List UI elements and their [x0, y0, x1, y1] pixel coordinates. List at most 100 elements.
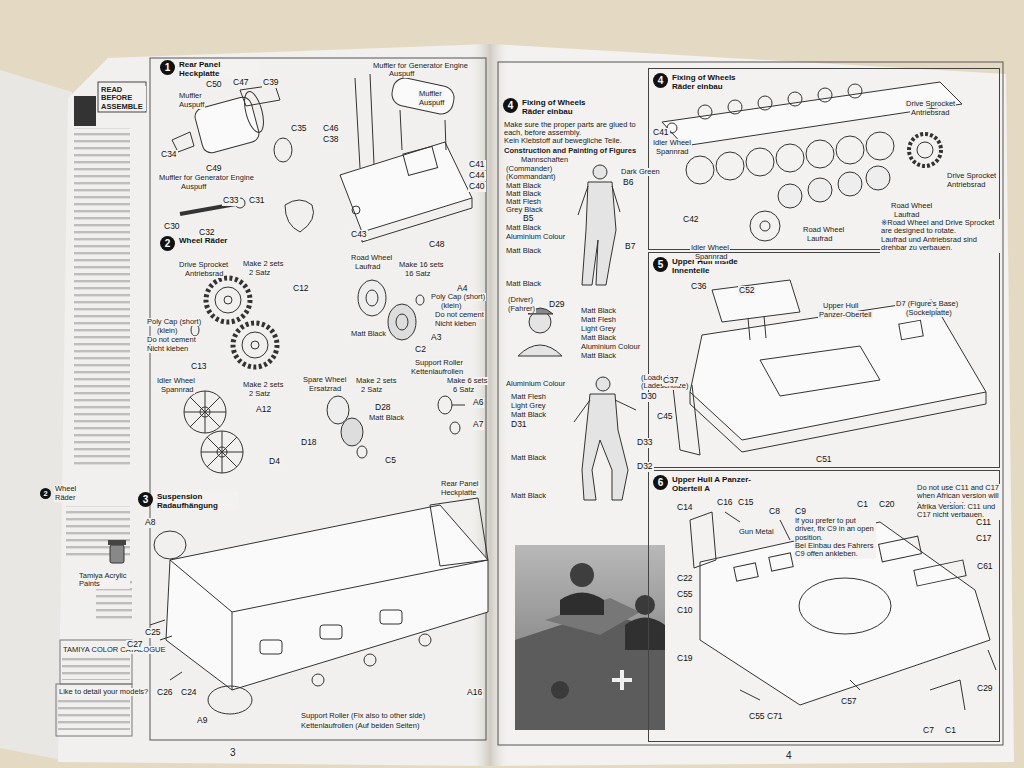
callout-text: Räder: [54, 494, 76, 502]
figure-drawings-part: [582, 182, 616, 285]
step3-drawing-part: [170, 560, 488, 690]
part-number: C32: [198, 228, 216, 238]
step6-drawing-part: [879, 536, 922, 562]
part-number: C14: [676, 503, 694, 513]
step5-drawing-part: [748, 316, 766, 340]
step2-drawing-part: [366, 290, 378, 306]
part-number: C48: [428, 240, 446, 250]
callout-text: Matt Black: [580, 334, 617, 342]
step4-drawing-part: [836, 136, 864, 164]
step-title: Rear Panel Heckplatte: [178, 60, 260, 78]
callout-text: Upper Hull: [822, 302, 859, 310]
part-number: C13: [190, 362, 208, 372]
callout-text: Matt Black: [510, 492, 547, 500]
part-number: C29: [976, 684, 994, 694]
callout-text: Spannrad: [694, 253, 729, 261]
part-number: C36: [690, 282, 708, 292]
step3-drawing-part: [260, 640, 282, 654]
callout-text: READ BEFORE ASSEMBLE: [100, 86, 146, 111]
part-number: C30: [163, 222, 181, 232]
callout-text: Light Grey: [510, 402, 547, 410]
step6-drawing-part: [914, 560, 966, 586]
left-column-text-blur-part: [74, 96, 96, 126]
step-number: 2: [160, 236, 175, 251]
callout-text: Matt Flesh: [510, 393, 547, 401]
part-number: C45: [656, 412, 674, 422]
tank-photo-part: [570, 563, 594, 587]
figure-drawings-part: [593, 165, 607, 179]
callout-text: Laufrad: [806, 235, 833, 243]
step2-drawing-part: [450, 422, 460, 434]
step1-drawing-part: [172, 132, 194, 152]
part-number: C61: [976, 562, 994, 572]
callout-text: Poly Cap (short): [430, 293, 486, 301]
step-number: 5: [653, 257, 668, 272]
tank-photo-part: [515, 545, 665, 730]
step4-drawing-part: [746, 148, 774, 176]
callout-text: Poly Cap (short): [146, 318, 202, 326]
page-frames-part: [498, 62, 1003, 745]
callout-text: Antriebsrad: [184, 270, 224, 278]
part-number: C52: [738, 286, 756, 296]
callout-text: Matt Black: [505, 280, 542, 288]
part-number: C47: [232, 78, 250, 88]
part-number: C71: [766, 712, 784, 722]
step4-drawing-part: [788, 92, 802, 106]
callout-text: Auspuff: [178, 101, 205, 109]
callout-text: Road Wheel: [890, 202, 933, 210]
figure-drawings-part: [596, 377, 610, 391]
part-number: C15: [737, 498, 755, 508]
callout-text: 6 Satz: [452, 386, 475, 394]
part-number: B6: [622, 178, 634, 188]
step-number: 1: [160, 60, 175, 75]
callout-text: Matt Black: [505, 247, 542, 255]
callout-text: (Kommandant): [505, 173, 557, 181]
part-number: C7: [922, 726, 935, 736]
step2-drawing-part: [224, 296, 232, 304]
step-title: Fixing of Wheels Räder einbau: [521, 98, 603, 116]
pages-part: [58, 44, 490, 766]
step-number: 4: [653, 73, 668, 88]
callout-text: Make 6 sets: [446, 377, 488, 385]
step2-drawing-part: [396, 314, 408, 330]
left-column-text-blur-part: [110, 545, 124, 563]
left-column-text-blur: [56, 82, 146, 736]
part-number: C46: [322, 124, 340, 134]
step2-drawing-part: [201, 431, 243, 473]
step4-drawing-part: [909, 134, 941, 166]
step6-drawing-part: [769, 553, 793, 571]
part-number: C25: [144, 628, 162, 638]
step4-drawing-part: [758, 96, 772, 110]
step4-drawing-part: [818, 88, 832, 102]
step-number: 2: [40, 488, 51, 499]
part-number: C49: [205, 164, 223, 174]
callout-text: Like to detail your models?: [58, 688, 149, 696]
step4-drawing: [662, 82, 962, 241]
callout-text: Aluminium Colour: [505, 233, 566, 241]
part-number: C43: [350, 230, 368, 240]
part-number: B7: [624, 242, 636, 252]
step1-drawing: [172, 74, 472, 242]
step2-drawing-part: [201, 431, 243, 473]
part-number: C42: [682, 215, 700, 225]
step2-drawing-part: [215, 287, 241, 313]
step2-drawing-part: [242, 332, 268, 358]
callout-text: Dark Green: [620, 168, 661, 176]
step3-drawing-part: [320, 625, 342, 639]
callout-text: Bei Einbau des Fahrers C9 offen ankleben…: [794, 542, 876, 559]
callout-text: (klein): [440, 302, 462, 310]
part-number: C38: [322, 135, 340, 145]
part-number: C44: [468, 171, 486, 181]
callout-text: Wheel: [54, 485, 77, 493]
callout-text: Road Wheel: [350, 254, 393, 262]
step-number: 6: [653, 475, 668, 490]
callout-text: 2 Satz: [248, 390, 271, 398]
left-column-text-blur-part: [62, 656, 130, 680]
callout-text: Heckplatte: [440, 489, 477, 497]
step4-drawing-part: [716, 152, 744, 180]
callout-text: Auspuff: [388, 70, 415, 78]
part-number: C33: [222, 196, 240, 206]
step3-drawing-part: [430, 498, 488, 566]
callout-text: Make 16 sets: [398, 261, 445, 269]
step3-drawing: [150, 498, 488, 714]
